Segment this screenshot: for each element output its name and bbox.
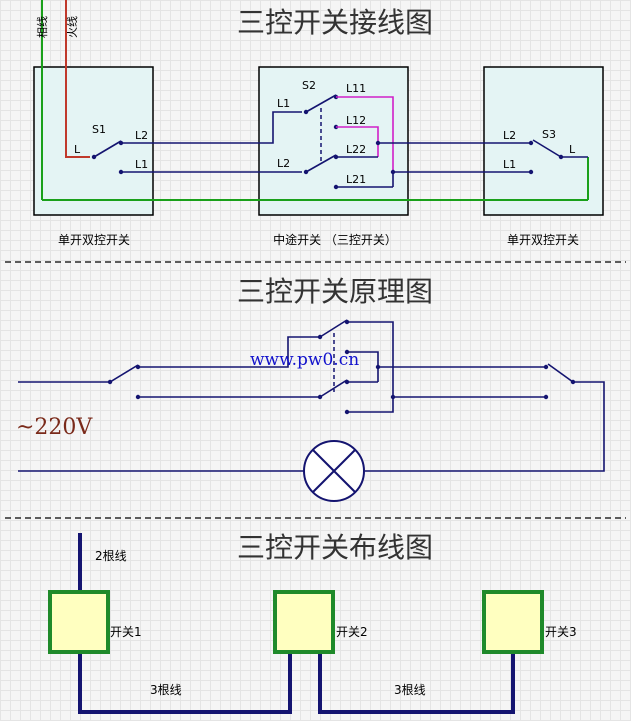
s2-term-l22: L22 <box>346 143 366 156</box>
switch-3-box <box>482 590 544 654</box>
switch-box-right <box>483 66 604 216</box>
s1-term-l2: L2 <box>135 129 148 142</box>
switch-box-middle <box>258 66 409 216</box>
title-layout: 三控开关布线图 <box>237 531 433 564</box>
s3-term-l1: L1 <box>503 158 516 171</box>
s1-label: S1 <box>92 123 106 136</box>
s2-term-l1: L1 <box>277 97 290 110</box>
s2-label: S2 <box>302 79 316 92</box>
wire-12-label: 3根线 <box>150 683 182 697</box>
wire-23-label: 3根线 <box>394 683 426 697</box>
s2-term-l12: L12 <box>346 114 366 127</box>
s2-term-l2: L2 <box>277 157 290 170</box>
watermark: www.pw0.cn <box>250 350 359 370</box>
phase-label: 相线 <box>35 16 49 38</box>
title-principle: 三控开关原理图 <box>237 275 433 308</box>
s1-term-l: L <box>74 143 81 156</box>
wire-in-label: 2根线 <box>95 549 127 563</box>
caption-middle: 中途开关 （三控开关） <box>273 232 397 247</box>
s3-term-l: L <box>569 143 576 156</box>
s1-term-l1: L1 <box>135 158 148 171</box>
phase-wire <box>65 0 90 158</box>
caption-left: 单开双控开关 <box>58 233 130 247</box>
s2-term-l21: L21 <box>346 173 366 186</box>
switch-1-box <box>48 590 110 654</box>
switch-2-label: 开关2 <box>336 625 368 639</box>
live-label: 火线 <box>65 16 79 38</box>
voltage-label: ~220V <box>16 415 93 440</box>
switch-1-label: 开关1 <box>110 625 142 639</box>
s2-term-l11: L11 <box>346 82 366 95</box>
switch-3-label: 开关3 <box>545 625 577 639</box>
s3-label: S3 <box>542 128 556 141</box>
switch-box-left <box>33 66 154 216</box>
switch-2-box <box>273 590 335 654</box>
s3-term-l2: L2 <box>503 129 516 142</box>
title-wiring: 三控开关接线图 <box>237 6 433 39</box>
caption-right: 单开双控开关 <box>507 233 579 247</box>
